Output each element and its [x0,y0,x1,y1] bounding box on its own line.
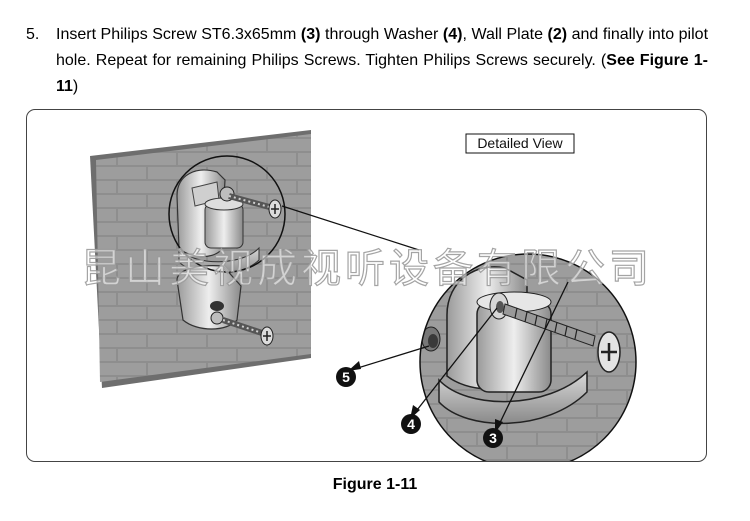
detail-leader-line [281,205,420,251]
installation-illustration: Detailed View 5 4 3 昆山美视成视听设备有限公司 [80,130,653,461]
svg-text:5: 5 [342,369,350,385]
step-text: Insert Philips Screw ST6.3x65mm (3) thro… [56,22,708,100]
step-text-run: through Washer [320,26,443,43]
watermark: 昆山美视成视听设备有限公司 [81,246,653,292]
svg-text:4: 4 [407,416,415,432]
step-text-run: , Wall Plate [462,26,548,43]
detail-view-circle [419,253,637,461]
step-text-run: and finally into pilot hole. Repeat for … [56,26,709,69]
figure-frame: Detailed View 5 4 3 昆山美视成视听设备有限公司 [26,109,707,462]
callout-5: 5 [336,367,356,387]
step-text-emphasis: (2) [547,26,568,43]
svg-text:3: 3 [489,430,497,446]
brick-wall [90,130,311,388]
step-text-emphasis: See Figure 1-11 [56,52,709,95]
callout-leaders [347,281,569,434]
magnify-circle [168,155,286,273]
wall-bracket [176,169,260,330]
detail-view-label: Detailed View [465,133,575,154]
instruction-step: 5. Insert Philips Screw ST6.3x65mm (3) t… [26,22,708,100]
svg-text:Detailed View: Detailed View [477,135,563,151]
step-text-run: Insert Philips Screw ST6.3x65mm [56,26,301,43]
step-text-emphasis: (4) [442,26,463,43]
screw-upper [219,186,282,219]
step-number: 5. [26,26,40,43]
screw-lower [210,311,274,346]
step-text-run: ) [72,78,79,95]
callout-4: 4 [401,414,421,434]
figure-caption: Figure 1-11 [332,476,418,493]
callout-3: 3 [483,428,503,448]
step-text-emphasis: (3) [300,26,321,43]
